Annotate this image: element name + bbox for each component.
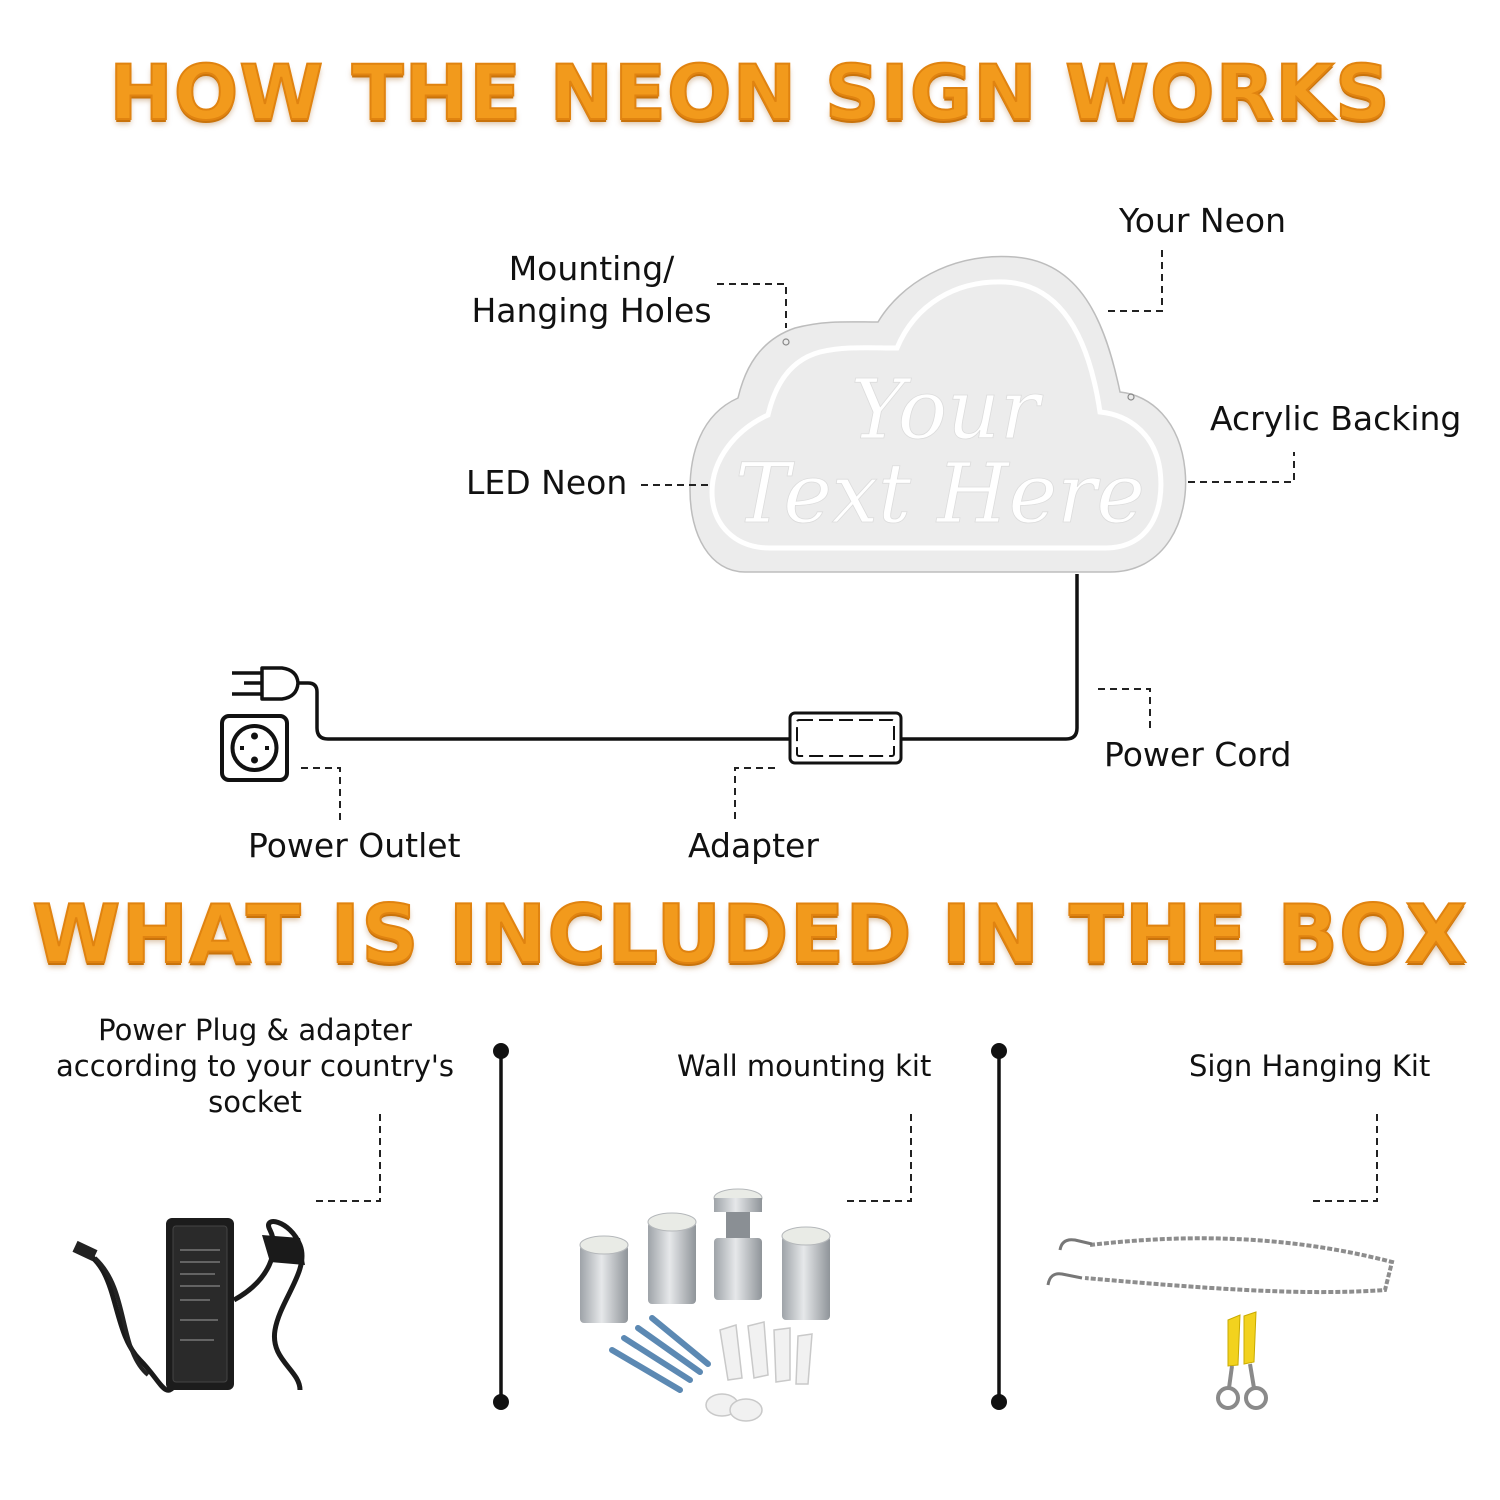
label-mounting-holes: Mounting/ Hanging Holes [470,248,713,332]
leader-mounting [717,283,787,328]
box-item-sign-hanging-label: Sign Hanging Kit [1189,1049,1431,1083]
leader-your-neon [1108,250,1163,312]
leader-lines-top [301,250,1295,820]
label-power-outlet: Power Outlet [248,826,461,865]
box-item-power-plug-line3: socket [208,1085,302,1119]
plug-icon [232,666,300,701]
power-adapter-photo [72,1218,305,1393]
box-item-power-plug-line1: Power Plug & adapter [98,1013,412,1047]
hanging-hole-right [1127,393,1135,401]
leader-lines-bottom [312,1114,1378,1202]
hanging-hole-left [782,338,790,346]
label-your-neon: Your Neon [1119,201,1287,240]
box-item-power-plug-line2: according to your country's [55,1049,455,1083]
leader-adapter [734,767,775,820]
chain-hooks-photo [1046,1236,1395,1410]
label-mounting-line2: Hanging Holes [471,291,712,330]
standoff-screws-photo [579,1188,831,1422]
adapter-icon [788,711,903,765]
label-led-neon: LED Neon [466,463,628,502]
sign-text-line1: Your [851,363,1044,458]
label-acrylic-backing: Acrylic Backing [1210,399,1462,438]
label-adapter: Adapter [688,826,819,865]
column-divider-2 [991,1043,1007,1410]
column-divider-1 [493,1043,509,1410]
heading-how-it-works: HOW THE NEON SIGN WORKS [108,47,1391,138]
label-mounting-line1: Mounting/ [508,249,675,288]
box-item-power-plug-label: Power Plug & adapter according to your c… [40,1012,470,1120]
leader-power-cord [1098,688,1151,730]
label-power-cord: Power Cord [1104,735,1292,774]
leader-power-outlet [301,767,341,820]
sign-text-line2: Text Here [735,447,1145,542]
box-item-wall-mounting-label: Wall mounting kit [677,1049,932,1083]
leader-acrylic [1188,452,1295,483]
acrylic-backing-shape [689,255,1187,573]
power-cord-line [902,574,1079,741]
led-neon-outline [709,279,1164,551]
adapter-cable-line [297,681,789,741]
power-outlet-icon [220,714,289,782]
neon-sign: Your Text Here [689,255,1187,573]
heading-in-the-box: WHAT IS INCLUDED IN THE BOX [31,887,1468,982]
